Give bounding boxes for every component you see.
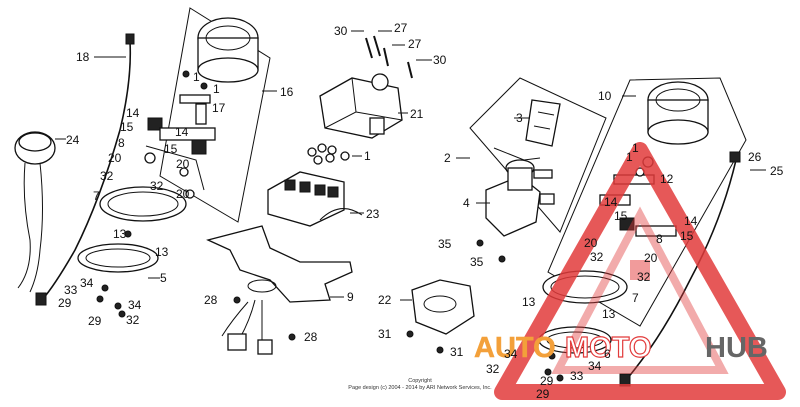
callout-1e: 1	[626, 150, 633, 164]
callout-7a: 7	[93, 189, 100, 203]
callout-14b: 14	[175, 125, 189, 139]
harness-plugs	[221, 299, 296, 355]
callout-1d: 1	[632, 141, 639, 155]
watermark-moto: MOTO	[565, 332, 651, 364]
callout-13a: 13	[113, 227, 127, 241]
callout-27a: 27	[394, 21, 408, 35]
ignition-cover-3	[514, 99, 561, 147]
callout-33a: 33	[64, 283, 78, 297]
watermark-triangle	[494, 142, 786, 400]
callout-34d: 34	[588, 359, 602, 373]
callout-23: 23	[366, 207, 380, 221]
meter-lens-6	[538, 326, 612, 382]
callout-32c: 32	[126, 313, 140, 327]
copyright-line1: Copyright	[408, 378, 432, 384]
callout-1b: 1	[213, 82, 220, 96]
watermark-logo-text: AUTO MOTO HUB	[474, 331, 768, 364]
callout-32d: 32	[590, 250, 604, 264]
callout-10: 10	[598, 89, 612, 103]
ignition-bracket-22	[400, 279, 475, 354]
callout-14a: 14	[126, 106, 140, 120]
callout-30b: 30	[433, 53, 447, 67]
callout-7b: 7	[632, 291, 639, 305]
watermark-auto: AUTO	[474, 332, 556, 364]
callout-20b: 20	[176, 157, 190, 171]
meter-lens-5	[77, 243, 160, 318]
callout-14c: 14	[604, 195, 618, 209]
callout-15c: 15	[614, 209, 628, 223]
callout-34a: 34	[80, 276, 94, 290]
callout-29a: 29	[58, 296, 72, 310]
callout-28a: 28	[204, 293, 218, 307]
callout-29d: 29	[536, 387, 550, 401]
copyright-notice: Copyright Page design (c) 2004 - 2014 by…	[300, 378, 540, 392]
callout-12: 12	[660, 172, 674, 186]
copyright-line2: Page design (c) 2004 - 2014 by ARI Netwo…	[348, 385, 492, 391]
pilot-lamp-24	[14, 131, 66, 293]
callout-34b: 34	[128, 298, 142, 312]
callout-34c: 34	[504, 347, 518, 361]
screws-27-30-top	[351, 30, 432, 79]
meter-assembly-16	[144, 7, 277, 223]
callout-15b: 15	[164, 142, 178, 156]
callout-20e: 20	[644, 251, 658, 265]
callout-25: 25	[770, 164, 784, 178]
ignition-switch-4	[476, 147, 555, 263]
callout-32f: 32	[486, 362, 500, 376]
callout-17: 17	[212, 101, 226, 115]
callout-18: 18	[76, 50, 90, 64]
callout-8a: 8	[118, 136, 125, 150]
callout-13b: 13	[155, 245, 169, 259]
callout-14d: 14	[684, 214, 698, 228]
callout-29b: 29	[88, 314, 102, 328]
callout-35b: 35	[470, 255, 484, 269]
callout-15a: 15	[120, 120, 134, 134]
callout-13d: 13	[602, 307, 616, 321]
callout-28b: 28	[304, 330, 318, 344]
callout-20a: 20	[108, 151, 122, 165]
combination-switch-21	[319, 73, 408, 139]
callout-22: 22	[378, 293, 392, 307]
callout-13c: 13	[522, 295, 536, 309]
callout-3: 3	[516, 111, 523, 125]
callout-33b: 33	[570, 369, 584, 383]
callout-32a: 32	[100, 169, 114, 183]
callout-1a: 1	[193, 70, 200, 84]
callout-6: 6	[604, 347, 611, 361]
callout-labels: 18 24 16 1 1 17 14 15 14 8 15 20 20 32 3…	[58, 21, 784, 401]
callout-8b: 8	[656, 232, 663, 246]
meter-bracket-9	[206, 225, 353, 304]
callout-32b: 32	[150, 179, 164, 193]
watermark-hub: HUB	[705, 332, 768, 364]
callout-2: 2	[444, 151, 451, 165]
callout-5: 5	[160, 271, 167, 285]
callout-4: 4	[463, 196, 470, 210]
callout-26: 26	[748, 150, 762, 164]
socket-block-23	[267, 171, 364, 227]
callout-1c: 1	[364, 149, 371, 163]
callout-30a: 30	[334, 24, 348, 38]
speedometer-cable-18	[35, 33, 135, 306]
callout-21: 21	[410, 107, 424, 121]
callout-24: 24	[66, 133, 80, 147]
callout-27b: 27	[408, 37, 422, 51]
callout-32e: 32	[637, 270, 651, 284]
callout-9: 9	[347, 290, 354, 304]
callout-16: 16	[280, 85, 294, 99]
callout-29c: 29	[540, 374, 554, 388]
bulbs-1-center	[307, 143, 362, 165]
callout-20d: 20	[584, 236, 598, 250]
callout-31b: 31	[450, 345, 464, 359]
callout-31a: 31	[378, 327, 392, 341]
callout-35a: 35	[438, 237, 452, 251]
callout-15d: 15	[680, 229, 694, 243]
callout-20c: 20	[176, 187, 190, 201]
